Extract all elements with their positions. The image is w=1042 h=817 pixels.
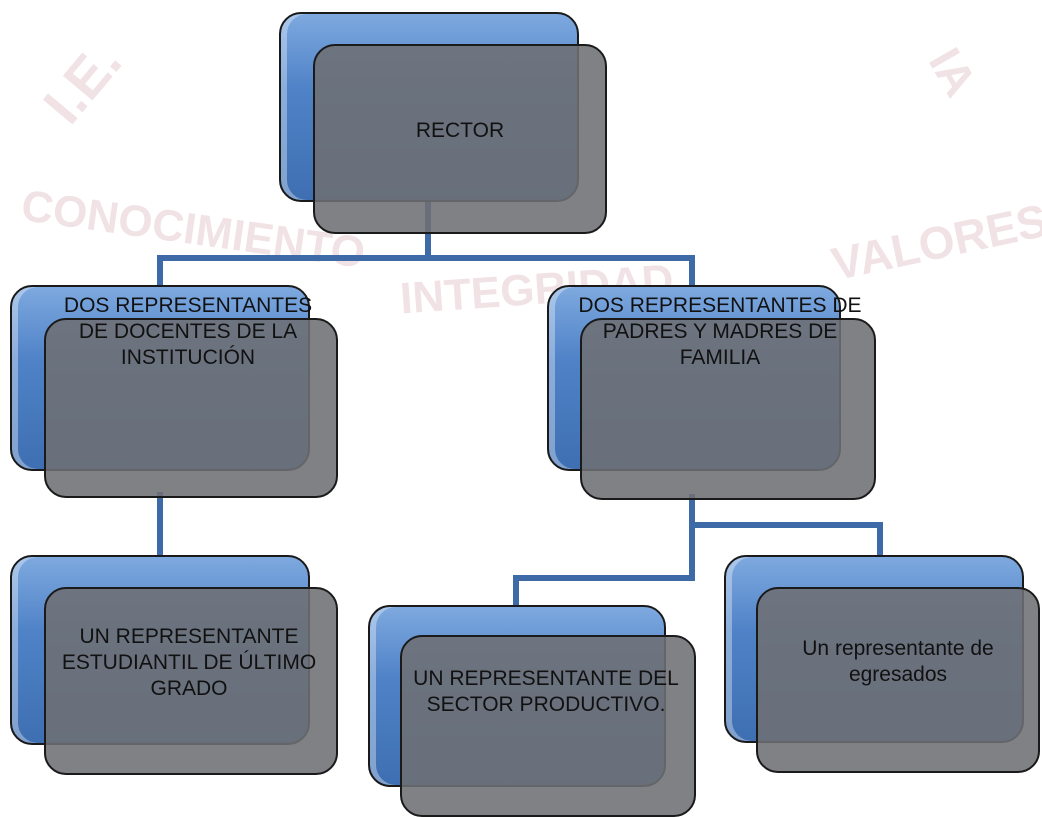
node-front-panel xyxy=(756,587,1040,773)
node-label: DOS REPRESENTANTES DE DOCENTES DE LA INS… xyxy=(63,294,313,369)
node-label: Un representante de egresados xyxy=(802,637,994,686)
node-label: UN REPRESENTANTE ESTUDIANTIL DE ÚLTIMO G… xyxy=(61,625,317,700)
node-label: RECTOR xyxy=(415,119,505,142)
node-label: UN REPRESENTANTE DEL SECTOR PRODUCTIVO. xyxy=(413,667,679,716)
node-front-panel xyxy=(580,318,876,500)
node-front-panel xyxy=(313,44,607,234)
node-front-panel xyxy=(44,318,338,498)
node-front-panel xyxy=(400,635,696,817)
node-front-panel xyxy=(44,587,338,775)
node-label: DOS REPRESENTANTES DE PADRES Y MADRES DE… xyxy=(578,294,862,369)
